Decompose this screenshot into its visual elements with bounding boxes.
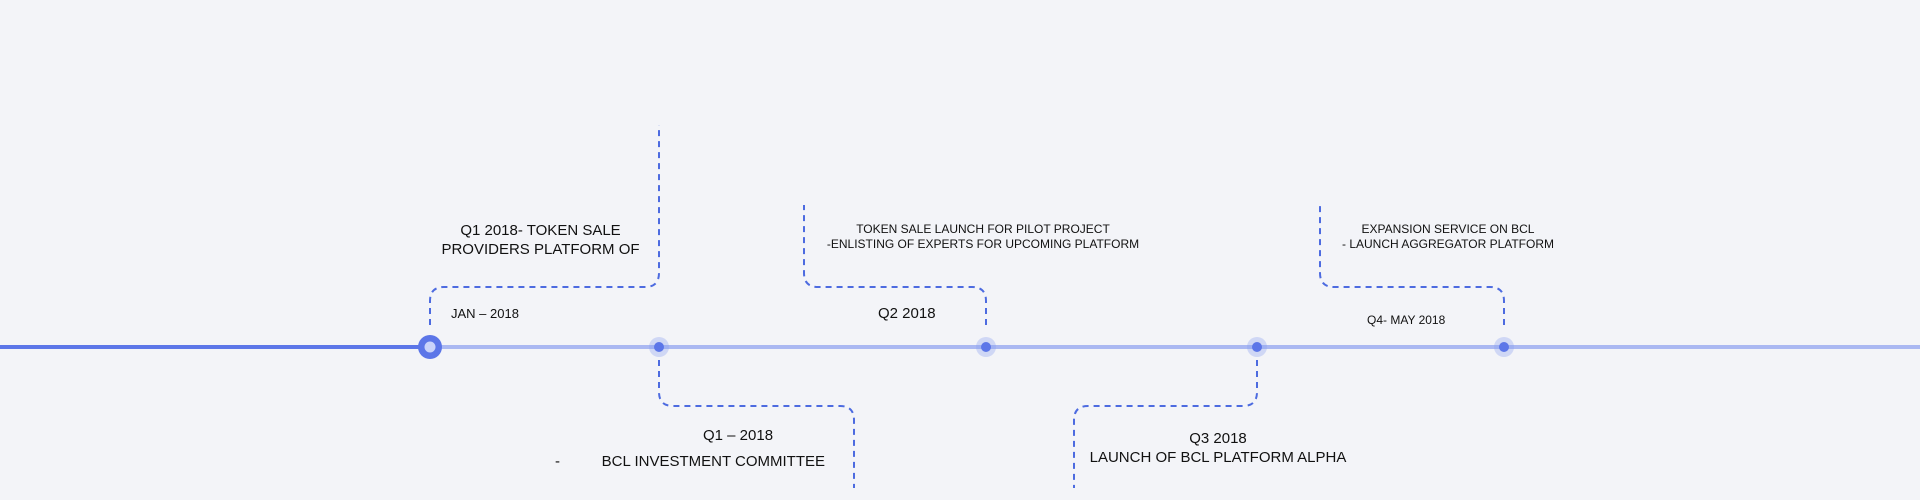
- milestone-3-line-2: -ENLISTING OF EXPERTS FOR UPCOMING PLATF…: [826, 237, 1140, 251]
- milestone-5-line-2: - LAUNCH AGGREGATOR PLATFORM: [1341, 237, 1555, 251]
- milestone-3-connector: [803, 205, 987, 325]
- milestone-1-line-1: Q1 2018- TOKEN SALE: [460, 222, 621, 239]
- milestone-1-date: JAN – 2018: [451, 306, 519, 321]
- milestone-2-text: Q1 – 2018 - BCL INVESTMENT COMMITTEE: [555, 423, 855, 476]
- milestone-5-line-1: EXPANSION SERVICE ON BCL: [1361, 222, 1535, 236]
- milestone-3-date: Q2 2018: [878, 305, 936, 322]
- milestone-1-text: Q1 2018- TOKEN SALE PROVIDERS PLATFORM O…: [408, 222, 673, 260]
- milestone-2-line-2: - BCL INVESTMENT COMMITTEE: [555, 453, 826, 471]
- milestone-3-text: TOKEN SALE LAUNCH FOR PILOT PROJECT -ENL…: [823, 222, 1143, 252]
- milestone-3-line-1: TOKEN SALE LAUNCH FOR PILOT PROJECT: [856, 222, 1110, 236]
- milestone-5-text: EXPANSION SERVICE ON BCL - LAUNCH AGGREG…: [1328, 222, 1568, 252]
- milestone-3-node[interactable]: [976, 337, 996, 357]
- milestone-5-node[interactable]: [1494, 337, 1514, 357]
- milestone-1-connector: [429, 125, 660, 325]
- milestone-5-date: Q4- MAY 2018: [1367, 313, 1446, 327]
- milestone-4-text: Q3 2018 LAUNCH OF BCL PLATFORM ALPHA: [1058, 430, 1378, 468]
- milestone-4-connector: [1073, 360, 1258, 488]
- milestone-4-node[interactable]: [1247, 337, 1267, 357]
- milestone-4-line-2: LAUNCH OF BCL PLATFORM ALPHA: [1089, 448, 1347, 466]
- milestone-1-line-2: PROVIDERS PLATFORM OF: [441, 240, 640, 258]
- milestone-2-connector: [658, 360, 855, 488]
- milestone-2-line-1: Q1 – 2018: [703, 427, 774, 444]
- milestone-4-line-1: Q3 2018: [1189, 430, 1247, 447]
- milestone-5-connector: [1319, 205, 1505, 325]
- milestone-1-node[interactable]: [418, 335, 442, 359]
- milestone-2-node[interactable]: [649, 337, 669, 357]
